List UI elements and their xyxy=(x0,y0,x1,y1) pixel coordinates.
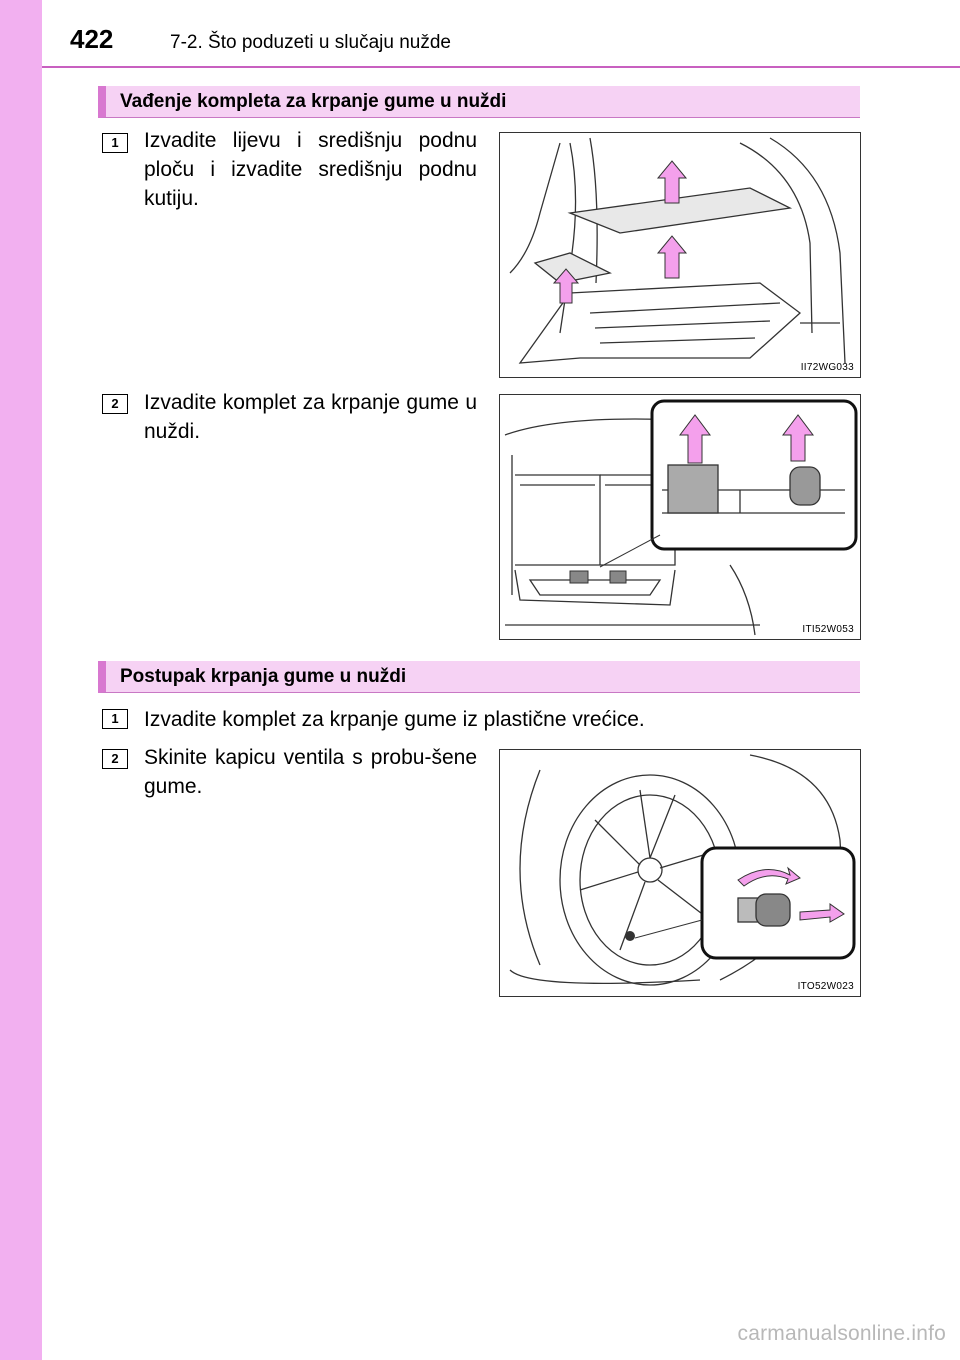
figure-valve-cap-removal: ITO52W023 xyxy=(499,749,861,997)
figure-code: ITI52W053 xyxy=(802,624,854,635)
watermark: carmanualsonline.info xyxy=(737,1322,946,1345)
step-number-badge: 2 xyxy=(102,749,128,769)
figure-cargo-floor-board: II72WG033 xyxy=(499,132,861,378)
section-title: Vađenje kompleta za krpanje gume u nuždi xyxy=(120,91,507,112)
step-number-badge: 1 xyxy=(102,133,128,153)
step-text: Izvadite komplet za krpanje gume u nuždi… xyxy=(144,391,477,443)
repair-kit-illustration xyxy=(504,399,858,636)
figure-code: ITO52W023 xyxy=(797,981,854,992)
tire-valve-illustration xyxy=(509,754,856,986)
cargo-floor-illustration xyxy=(509,137,846,364)
chapter-title: 7-2. Što poduzeti u slučaju nužde xyxy=(170,32,451,53)
step-number-badge: 2 xyxy=(102,394,128,414)
section-heading-removal: Vađenje kompleta za krpanje gume u nuždi xyxy=(98,86,860,118)
step-text: Skinite kapicu ventila s probu-šene gume… xyxy=(144,746,477,798)
section-heading-repair-procedure: Postupak krpanja gume u nuždi xyxy=(98,661,860,693)
section-title: Postupak krpanja gume u nuždi xyxy=(120,666,407,687)
step-text: Izvadite lijevu i središnju podnu ploču … xyxy=(144,129,477,210)
figure-code: II72WG033 xyxy=(800,362,854,373)
page-number: 422 xyxy=(70,24,114,54)
chapter-sidebar-tab xyxy=(0,0,42,1360)
figure-repair-kit-location: ITI52W053 xyxy=(499,394,861,640)
step-number-badge: 1 xyxy=(102,709,128,729)
step-text: Izvadite komplet za krpanje gume iz plas… xyxy=(144,708,645,731)
header-divider xyxy=(42,66,960,68)
